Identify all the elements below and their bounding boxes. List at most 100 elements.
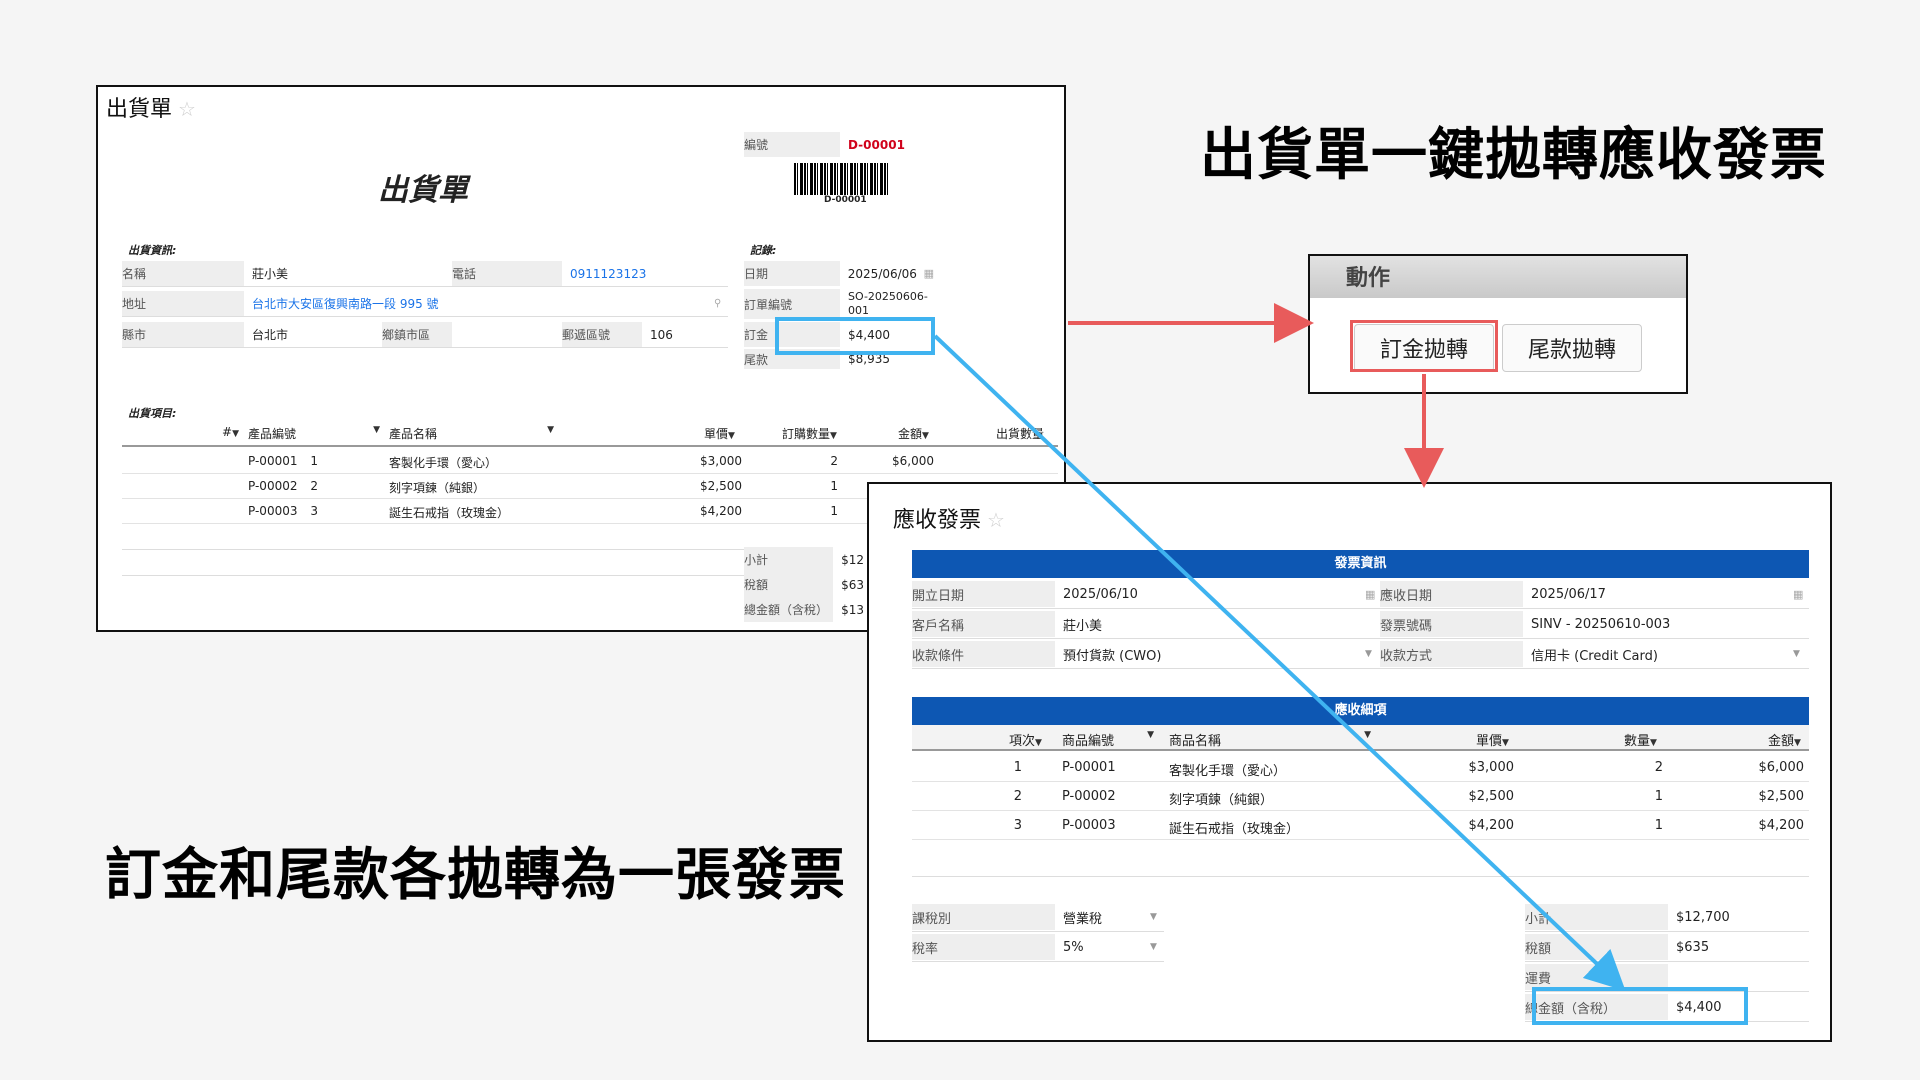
cell-name: 刻字項鍊（純銀）: [389, 481, 486, 495]
method-select[interactable]: 信用卡 (Credit Card): [1531, 648, 1658, 664]
col-name[interactable]: 產品名稱▼: [389, 425, 554, 441]
inv-total-label: 總金額（含稅）: [1525, 994, 1668, 1020]
section-shipping-info: 出貨資訊:: [128, 244, 177, 257]
cell-code: P-00003: [248, 504, 298, 518]
number-label: 編號: [744, 132, 840, 157]
col-no[interactable]: #▼: [222, 425, 239, 439]
tax-rate-chevron-down-icon[interactable]: ▼: [1150, 942, 1157, 952]
due-date-calendar-icon[interactable]: ▦: [1793, 587, 1804, 601]
method-chevron-down-icon[interactable]: ▼: [1793, 649, 1800, 659]
inv-col-amount[interactable]: 金額▼: [1768, 734, 1801, 749]
inv-tax-label: 稅額: [1525, 934, 1668, 960]
deposit-label: 訂金: [744, 322, 840, 347]
deposit-highlight: [775, 317, 935, 355]
col-qty[interactable]: 訂購數量▼: [782, 427, 837, 441]
date-value: 2025/06/06: [847, 266, 917, 281]
shipping-window-title-wrap: 出貨單☆: [106, 91, 196, 123]
customer-value[interactable]: 莊小美: [1063, 618, 1103, 634]
deposit-value: $4,400: [848, 327, 890, 342]
cell-no: 3: [310, 504, 318, 518]
col-amount[interactable]: 金額▼: [898, 427, 929, 441]
balance-transfer-button[interactable]: 尾款拋轉: [1502, 324, 1642, 372]
cell-name: 誕生石戒指（玫瑰金）: [1169, 822, 1300, 837]
inv-subtotal-label: 小計: [1525, 904, 1668, 930]
col-shipqty: 出貨數量: [996, 427, 1045, 441]
tax-rate-select[interactable]: 5%: [1063, 939, 1084, 955]
invoice-info-header: 發票資訊: [912, 550, 1809, 578]
cell-amount: $6,000: [892, 454, 934, 468]
cell-no: 1: [310, 454, 318, 468]
cell-qty: 1: [830, 479, 838, 493]
open-date-calendar-icon[interactable]: ▦: [1365, 587, 1376, 601]
inv-col-no[interactable]: 項次▼: [1009, 734, 1042, 749]
phone-value[interactable]: 0911123123: [570, 266, 647, 281]
inv-col-code[interactable]: 商品編號▼: [1062, 730, 1154, 749]
deposit-button-highlight: [1350, 320, 1498, 372]
city-value: 台北市: [252, 328, 289, 342]
shipping-window-title: 出貨單: [106, 97, 173, 122]
cell-code: P-00001: [248, 454, 298, 468]
invoice-window-title: 應收發票: [893, 508, 982, 533]
cell-name: 客製化手環（愛心）: [1169, 764, 1287, 779]
cell-qty: 1: [1654, 818, 1663, 833]
ship-total-label: 總金額（含稅）: [744, 597, 834, 622]
tax-type-select[interactable]: 營業稅: [1063, 911, 1103, 927]
terms-select[interactable]: 預付貨款 (CWO): [1063, 648, 1162, 664]
col-price[interactable]: 單價▼: [704, 427, 735, 441]
inv-col-name[interactable]: 商品名稱▼: [1169, 730, 1371, 749]
open-date-label: 開立日期: [912, 581, 1055, 607]
ship-total-value: $13: [841, 602, 864, 617]
city-label: 縣市: [122, 322, 244, 347]
cell-price: $3,000: [1468, 760, 1515, 775]
date-label: 日期: [744, 261, 840, 286]
cell-price: $3,000: [700, 454, 742, 468]
invoice-items-columns: 項次▼ 商品編號▼ 商品名稱▼ 單價▼ 數量▼ 金額▼: [912, 725, 1809, 751]
invoice-no-value[interactable]: SINV - 20250610-003: [1531, 616, 1671, 632]
invoice-star-icon[interactable]: ☆: [987, 508, 1005, 532]
invoice-total-highlight: [1532, 987, 1748, 1025]
cell-code: P-00002: [1062, 789, 1116, 804]
action-title-bar: 動作: [1310, 256, 1686, 298]
inv-subtotal-value: $12,700: [1676, 909, 1730, 925]
cell-qty: 1: [1654, 789, 1663, 804]
phone-label: 電話: [452, 261, 562, 286]
cell-name: 誕生石戒指（玫瑰金）: [389, 506, 510, 520]
cell-name: 刻字項鍊（純銀）: [1169, 793, 1274, 808]
col-code[interactable]: 產品編號▼: [248, 425, 380, 441]
name-label: 名稱: [122, 261, 244, 286]
star-icon[interactable]: ☆: [178, 97, 196, 121]
cell-qty: 1: [830, 504, 838, 518]
inv-col-price[interactable]: 單價▼: [1476, 734, 1509, 749]
zip-label: 郵遞區號: [562, 322, 642, 347]
cell-no: 2: [310, 479, 318, 493]
due-date-value[interactable]: 2025/06/17: [1531, 586, 1606, 602]
headline-right: 出貨單一鍵拋轉應收發票: [1200, 123, 1827, 188]
tax-type-chevron-down-icon[interactable]: ▼: [1150, 912, 1157, 922]
terms-chevron-down-icon[interactable]: ▼: [1365, 649, 1372, 659]
open-date-value[interactable]: 2025/06/10: [1063, 586, 1138, 602]
cell-no: 2: [1013, 789, 1022, 804]
address-value[interactable]: 台北市大安區復興南路一段 995 號: [252, 297, 439, 311]
customer-label: 客戶名稱: [912, 611, 1055, 637]
invoice-items-header: 應收細項: [912, 697, 1809, 725]
cell-amount: $4,200: [1758, 818, 1805, 833]
calendar-icon[interactable]: ▦: [923, 267, 934, 280]
barcode-text: D-00001: [824, 195, 867, 205]
inv-total-value: $4,400: [1676, 999, 1722, 1015]
ship-tax-label: 稅額: [744, 572, 834, 597]
location-pin-icon[interactable]: ⚲: [714, 298, 722, 309]
district-label: 鄉鎮市區: [382, 322, 452, 347]
items-header: #▼ 產品編號▼ 產品名稱▼ 單價▼ 訂購數量▼ 金額▼ 出貨數量: [122, 425, 1058, 447]
inv-col-qty[interactable]: 數量▼: [1624, 734, 1657, 749]
order-value-1: SO-20250606-: [848, 290, 928, 303]
district-value[interactable]: [452, 322, 562, 347]
ship-tax-value: $63: [841, 577, 864, 592]
